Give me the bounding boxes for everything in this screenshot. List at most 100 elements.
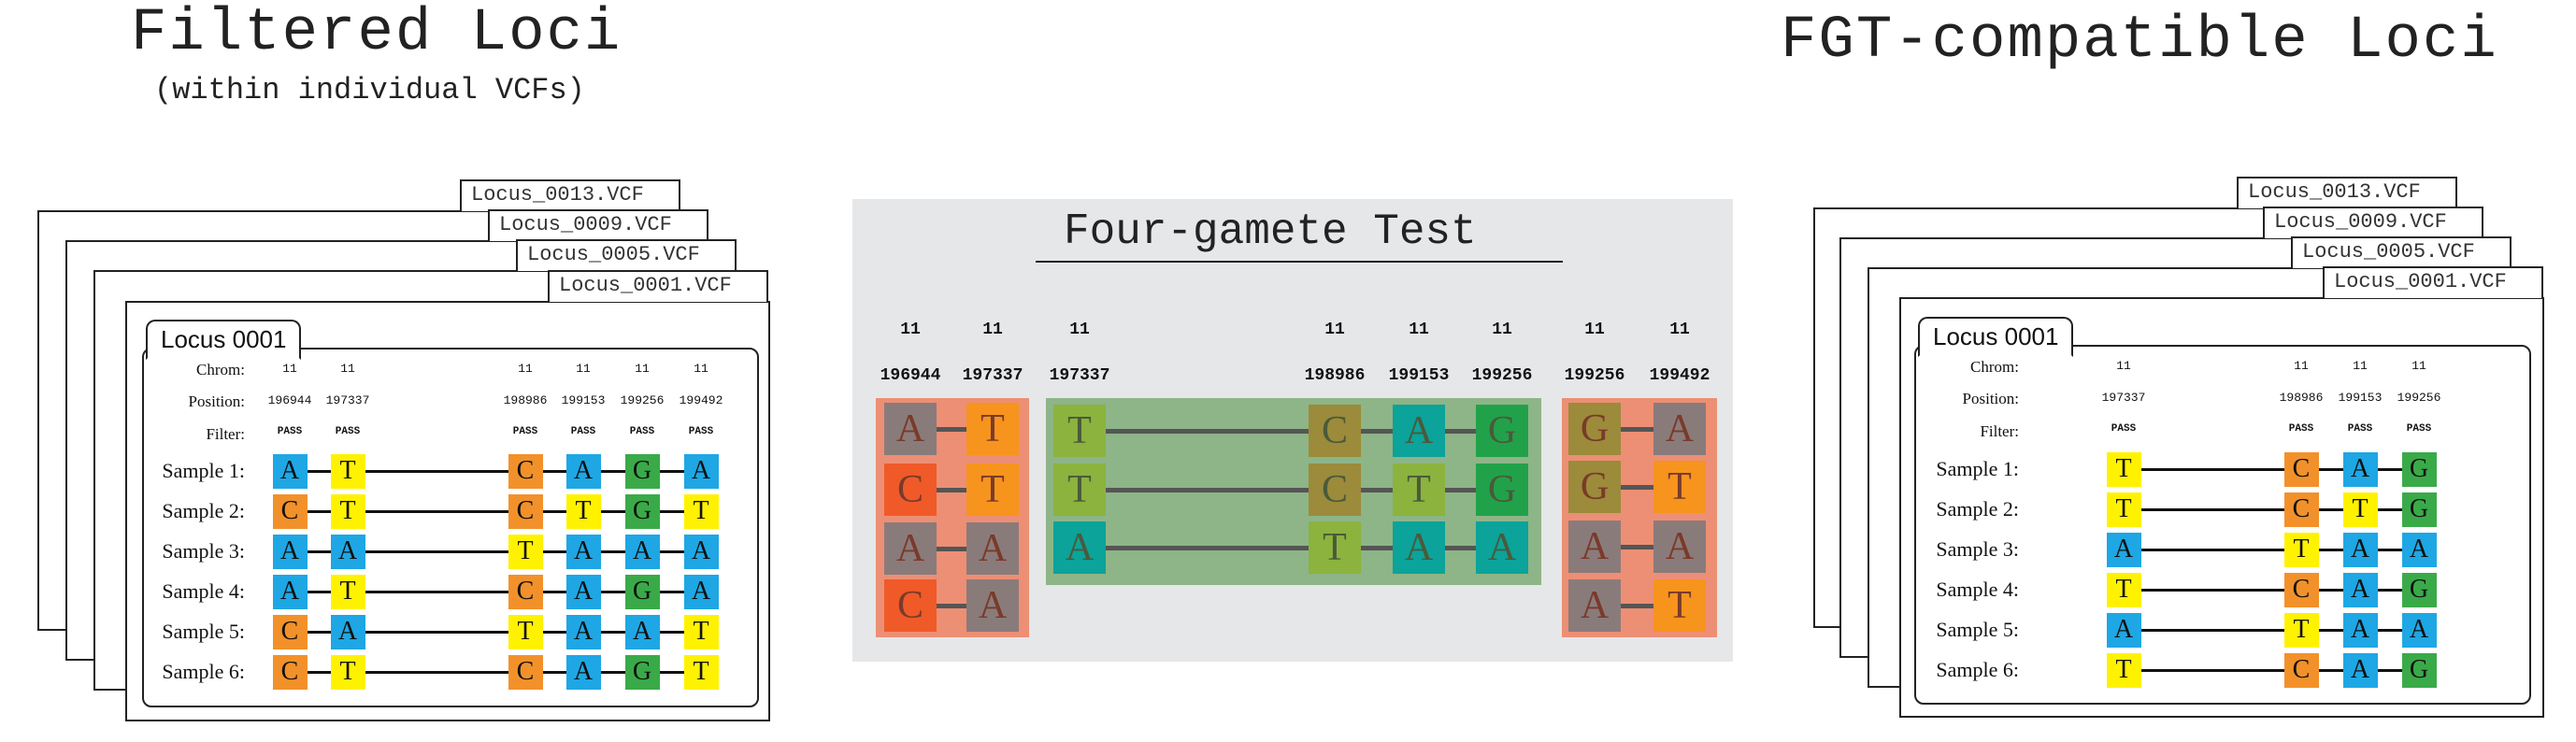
- sample-sequence-line: [2124, 589, 2419, 592]
- sample-sequence-line: [2124, 549, 2419, 551]
- nucleotide-base: A: [565, 654, 601, 690]
- column-position: 197337: [2101, 391, 2146, 405]
- fgt-chrom: 11: [1492, 321, 1512, 339]
- fgt-pair-line: [910, 604, 993, 608]
- sample-sequence-line: [2124, 669, 2419, 672]
- nucleotide-base: T: [2106, 492, 2141, 527]
- nucleotide-base: G: [624, 654, 660, 690]
- vcf-file-tab: Locus_0013.VCF: [2237, 177, 2457, 208]
- sample-label: Sample 6:: [1936, 658, 2019, 681]
- fgt-group-line: [1080, 546, 1502, 550]
- nucleotide-base: A: [2342, 612, 2378, 648]
- column-position: 199256: [2397, 391, 2441, 405]
- fgt-position: 199153: [1388, 366, 1450, 385]
- nucleotide-base: A: [2106, 532, 2141, 567]
- fgt-nucleotide: A: [1393, 405, 1445, 457]
- column-chrom: 11: [2294, 359, 2309, 373]
- fgt-group-line: [1080, 429, 1502, 434]
- column-chrom: 11: [2411, 359, 2426, 373]
- filtered-loci-title: Filtered Loci: [131, 0, 623, 67]
- sample-label: Sample 4:: [162, 579, 245, 603]
- locus-panel-tab: Locus 0001: [1918, 317, 2074, 357]
- sample-sequence-line: [290, 671, 701, 674]
- position-label: Position:: [1962, 390, 2019, 407]
- sample-label: Sample 1:: [1936, 457, 2019, 480]
- fgt-nucleotide: A: [1653, 403, 1706, 455]
- nucleotide-base: A: [272, 574, 308, 609]
- fgt-nucleotide: T: [1653, 579, 1706, 632]
- vcf-file-tab: Locus_0001.VCF: [548, 270, 768, 302]
- fgt-nucleotide: C: [1309, 405, 1361, 457]
- nucleotide-base: T: [330, 493, 365, 529]
- fgt-nucleotide: G: [1568, 461, 1621, 513]
- vcf-file-tab: Locus_0013.VCF: [460, 179, 680, 211]
- column-chrom: 11: [576, 362, 591, 376]
- column-chrom: 11: [694, 362, 708, 376]
- nucleotide-base: T: [508, 534, 543, 569]
- sample-label: Sample 3:: [1936, 537, 2019, 561]
- fgt-chrom: 11: [1669, 321, 1690, 339]
- sample-label: Sample 5:: [1936, 618, 2019, 641]
- fgt-pair-line: [1595, 604, 1680, 608]
- nucleotide-base: T: [330, 453, 365, 489]
- nucleotide-base: C: [2283, 492, 2319, 527]
- fgt-chrom: 11: [1324, 321, 1345, 339]
- nucleotide-base: A: [2106, 612, 2141, 648]
- nucleotide-base: T: [565, 493, 601, 529]
- fgt-nucleotide: C: [884, 464, 937, 516]
- sample-label: Sample 2:: [162, 499, 245, 522]
- sample-sequence-line: [290, 550, 701, 553]
- locus-panel-tab: Locus 0001: [146, 320, 302, 360]
- column-filter: PASS: [688, 426, 714, 437]
- nucleotide-base: C: [2283, 652, 2319, 688]
- fgt-position: 198986: [1304, 366, 1366, 385]
- column-filter: PASS: [2347, 423, 2373, 435]
- column-chrom: 11: [2353, 359, 2368, 373]
- nucleotide-base: G: [624, 493, 660, 529]
- column-filter: PASS: [512, 426, 538, 437]
- nucleotide-base: T: [683, 493, 719, 529]
- nucleotide-base: A: [272, 453, 308, 489]
- nucleotide-base: A: [330, 534, 365, 569]
- column-filter: PASS: [277, 426, 303, 437]
- fgt-nucleotide: G: [1476, 405, 1528, 457]
- chrom-label: Chrom:: [196, 361, 245, 378]
- nucleotide-base: G: [2401, 572, 2437, 607]
- fgt-nucleotide: A: [966, 579, 1019, 632]
- nucleotide-base: A: [272, 534, 308, 569]
- sample-sequence-line: [2124, 508, 2419, 511]
- nucleotide-base: A: [2401, 612, 2437, 648]
- fgt-position: 199492: [1649, 366, 1710, 385]
- nucleotide-base: A: [2342, 572, 2378, 607]
- nucleotide-base: T: [330, 654, 365, 690]
- nucleotide-base: C: [2283, 451, 2319, 487]
- nucleotide-base: A: [565, 534, 601, 569]
- nucleotide-base: T: [330, 574, 365, 609]
- column-filter: PASS: [570, 426, 596, 437]
- nucleotide-base: A: [565, 574, 601, 609]
- sample-sequence-line: [290, 631, 701, 634]
- fgt-nucleotide: T: [1053, 464, 1106, 516]
- nucleotide-base: T: [2283, 532, 2319, 567]
- sample-sequence-line: [290, 510, 701, 513]
- fgt-chrom: 11: [1409, 321, 1429, 339]
- nucleotide-base: G: [2401, 451, 2437, 487]
- nucleotide-base: T: [2106, 451, 2141, 487]
- fgt-pair-line: [1595, 485, 1680, 490]
- column-chrom: 11: [518, 362, 533, 376]
- sample-sequence-line: [290, 591, 701, 593]
- fgt-nucleotide: C: [884, 579, 937, 632]
- vcf-file-tab: Locus_0001.VCF: [2323, 266, 2543, 298]
- fgt-chrom: 11: [900, 321, 921, 339]
- nucleotide-base: A: [2342, 532, 2378, 567]
- fgt-nucleotide: T: [966, 403, 1019, 455]
- sample-label: Sample 5:: [162, 620, 245, 643]
- vcf-file-tab: Locus_0009.VCF: [488, 209, 708, 241]
- fgt-nucleotide: C: [1309, 464, 1361, 516]
- fgt-pair-line: [1595, 427, 1680, 432]
- nucleotide-base: A: [2342, 652, 2378, 688]
- filter-label: Filter:: [206, 425, 245, 443]
- column-chrom: 11: [635, 362, 650, 376]
- fgt-position: 199256: [1471, 366, 1533, 385]
- nucleotide-base: A: [330, 614, 365, 649]
